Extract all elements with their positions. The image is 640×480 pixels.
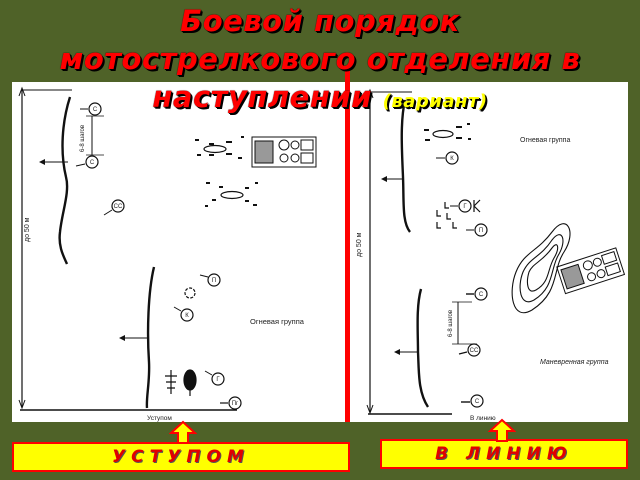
right-diagram-labels: до 50 м 6-8 шагов Огневая группа Маневре… xyxy=(356,137,609,422)
title-line-3-text: наступлении xyxy=(152,80,372,114)
svg-text:С: С xyxy=(479,292,484,298)
svg-text:К: К xyxy=(185,313,189,319)
svg-text:К: К xyxy=(450,156,454,162)
svg-text:Г: Г xyxy=(216,377,220,383)
svg-text:Уступом: Уступом xyxy=(147,415,172,422)
vehicle-icon-left xyxy=(251,136,317,168)
echelon-formation-button[interactable]: УСТУПОМ xyxy=(12,442,350,472)
svg-text:до 50 м: до 50 м xyxy=(356,232,363,257)
svg-text:П: П xyxy=(479,228,483,234)
left-diagram xyxy=(18,86,317,411)
diagram-panel xyxy=(12,82,628,422)
line-formation-button[interactable]: В ЛИНИЮ xyxy=(380,439,628,469)
svg-text:П: П xyxy=(212,278,216,284)
right-diagram xyxy=(366,88,626,415)
page-title: Боевой порядок мотострелкового отделения… xyxy=(0,2,640,121)
svg-text:Г: Г xyxy=(463,204,467,210)
svg-text:В линию: В линию xyxy=(470,415,496,422)
tree-icons xyxy=(165,369,197,396)
svg-text:Огневая группа: Огневая группа xyxy=(520,137,570,144)
svg-text:Огневая группа: Огневая группа xyxy=(250,317,305,326)
svg-text:6-8 шагов: 6-8 шагов xyxy=(448,310,454,337)
svg-text:С: С xyxy=(475,399,480,405)
title-variant: (вариант) xyxy=(382,91,488,112)
hill-contour-icon xyxy=(511,223,571,314)
panel-separator xyxy=(345,70,350,422)
svg-text:СС: СС xyxy=(114,204,123,210)
line-formation-label: В ЛИНИЮ xyxy=(435,444,573,464)
svg-text:до 50 м: до 50 м xyxy=(24,217,31,242)
title-line-1: Боевой порядок xyxy=(180,4,460,38)
svg-text:С: С xyxy=(93,107,98,113)
svg-text:Маневренная группа: Маневренная группа xyxy=(540,359,609,366)
svg-text:Пг: Пг xyxy=(232,401,239,407)
battle-order-diagram: 6-8 шагов до 50 м Огневая группа Уступом… xyxy=(18,86,626,422)
arrow-up-icon xyxy=(488,418,516,442)
arrow-up-icon xyxy=(169,420,197,444)
left-diagram-labels: 6-8 шагов до 50 м Огневая группа Уступом… xyxy=(24,107,305,422)
title-line-2: мотострелкового отделения в xyxy=(59,42,581,76)
svg-text:С: С xyxy=(90,160,95,166)
echelon-formation-label: УСТУПОМ xyxy=(112,447,250,467)
svg-text:СС: СС xyxy=(470,348,479,354)
title-line-3: наступлении (вариант) xyxy=(0,78,640,121)
svg-text:6-8 шагов: 6-8 шагов xyxy=(80,125,86,152)
vehicle-icon-right xyxy=(556,247,626,295)
